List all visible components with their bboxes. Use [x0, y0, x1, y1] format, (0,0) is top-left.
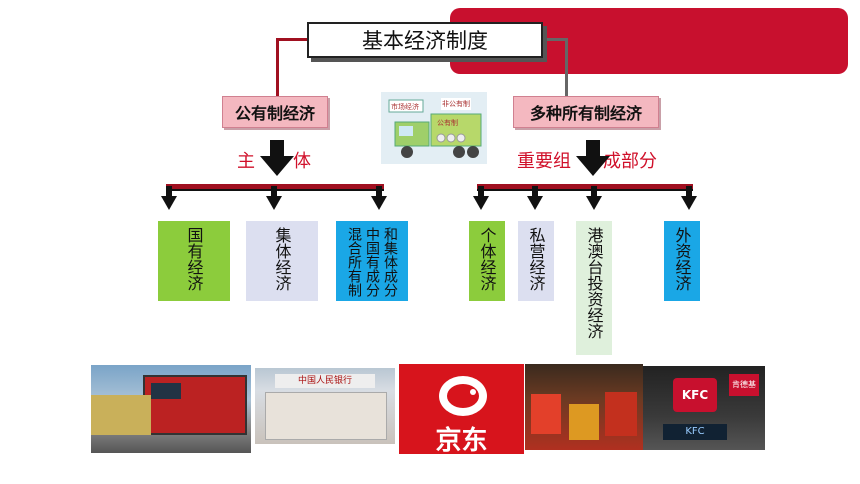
category-mixed-ownership: 混合所有制 中国有成分 和集体成分	[336, 221, 408, 301]
kfc-logo: KFC	[673, 378, 717, 412]
category-state-economy: 国有经济	[158, 221, 230, 301]
container	[91, 395, 151, 435]
shop-goods	[569, 404, 599, 440]
bank-photo: 中国人民银行	[255, 368, 395, 444]
category-label: 混合所有制	[346, 227, 362, 297]
category-label: 集体经济	[272, 227, 292, 291]
jd-logo-text: 京东	[435, 426, 488, 454]
diagram-title: 基本经济制度	[307, 22, 543, 58]
down-arrow-icon	[473, 186, 489, 210]
down-arrow-icon	[266, 186, 282, 210]
shop-photo	[525, 364, 643, 450]
jd-logo-photo: 京东	[399, 364, 524, 454]
down-arrow-icon	[586, 186, 602, 210]
truck-illustration: 公有制 非公有制 市场经济	[381, 92, 487, 164]
category-label: 国有经济	[184, 227, 204, 291]
kfc-photo: KFC 肯德基 KFC	[643, 366, 765, 450]
down-arrow-icon	[681, 186, 697, 210]
down-arrow-icon	[576, 140, 610, 176]
category-hk-macau-taiwan-economy: 港澳台投资经济	[576, 221, 612, 355]
connector-line	[276, 38, 279, 96]
role-main-text: 主	[237, 151, 255, 172]
category-individual-economy: 个体经济	[469, 221, 505, 301]
kfc-store-sign: 肯德基	[729, 374, 759, 396]
category-label: 个体经济	[477, 227, 497, 291]
down-arrow-icon	[260, 140, 294, 176]
down-arrow-icon	[161, 186, 177, 210]
truck-label: 公有制	[437, 119, 458, 127]
truck-label: 非公有制	[441, 98, 471, 110]
role-main-text: 体	[293, 151, 311, 172]
category-foreign-economy: 外资经济	[664, 221, 700, 301]
multi-ownership-label: 多种所有制经济	[513, 96, 659, 128]
kfc-counter-sign: KFC	[663, 424, 727, 440]
connector-line	[565, 38, 568, 96]
branch-bracket	[477, 184, 693, 189]
train-photo	[91, 365, 251, 453]
shop-goods	[531, 394, 561, 434]
jd-dog-icon	[439, 376, 487, 416]
category-label: 和集体成分	[382, 227, 398, 297]
connector-line	[543, 38, 567, 41]
category-label: 港澳台投资经济	[584, 227, 604, 339]
category-label: 私营经济	[526, 227, 546, 291]
bank-building	[265, 392, 387, 440]
truck-label: 市场经济	[391, 103, 419, 111]
connector-line	[276, 38, 308, 41]
category-private-economy: 私营经济	[518, 221, 554, 301]
category-label: 中国有成分	[364, 227, 380, 297]
category-label: 外资经济	[672, 227, 692, 291]
down-arrow-icon	[371, 186, 387, 210]
category-collective-economy: 集体经济	[246, 221, 318, 301]
shop-goods	[605, 392, 637, 436]
train-window	[151, 383, 181, 399]
public-economy-label: 公有制经济	[222, 96, 328, 128]
truck-icon	[388, 99, 482, 158]
bank-sign: 中国人民银行	[275, 374, 375, 388]
role-important-text: 成部分	[603, 151, 657, 172]
role-important-text: 重要组	[517, 151, 571, 172]
down-arrow-icon	[527, 186, 543, 210]
